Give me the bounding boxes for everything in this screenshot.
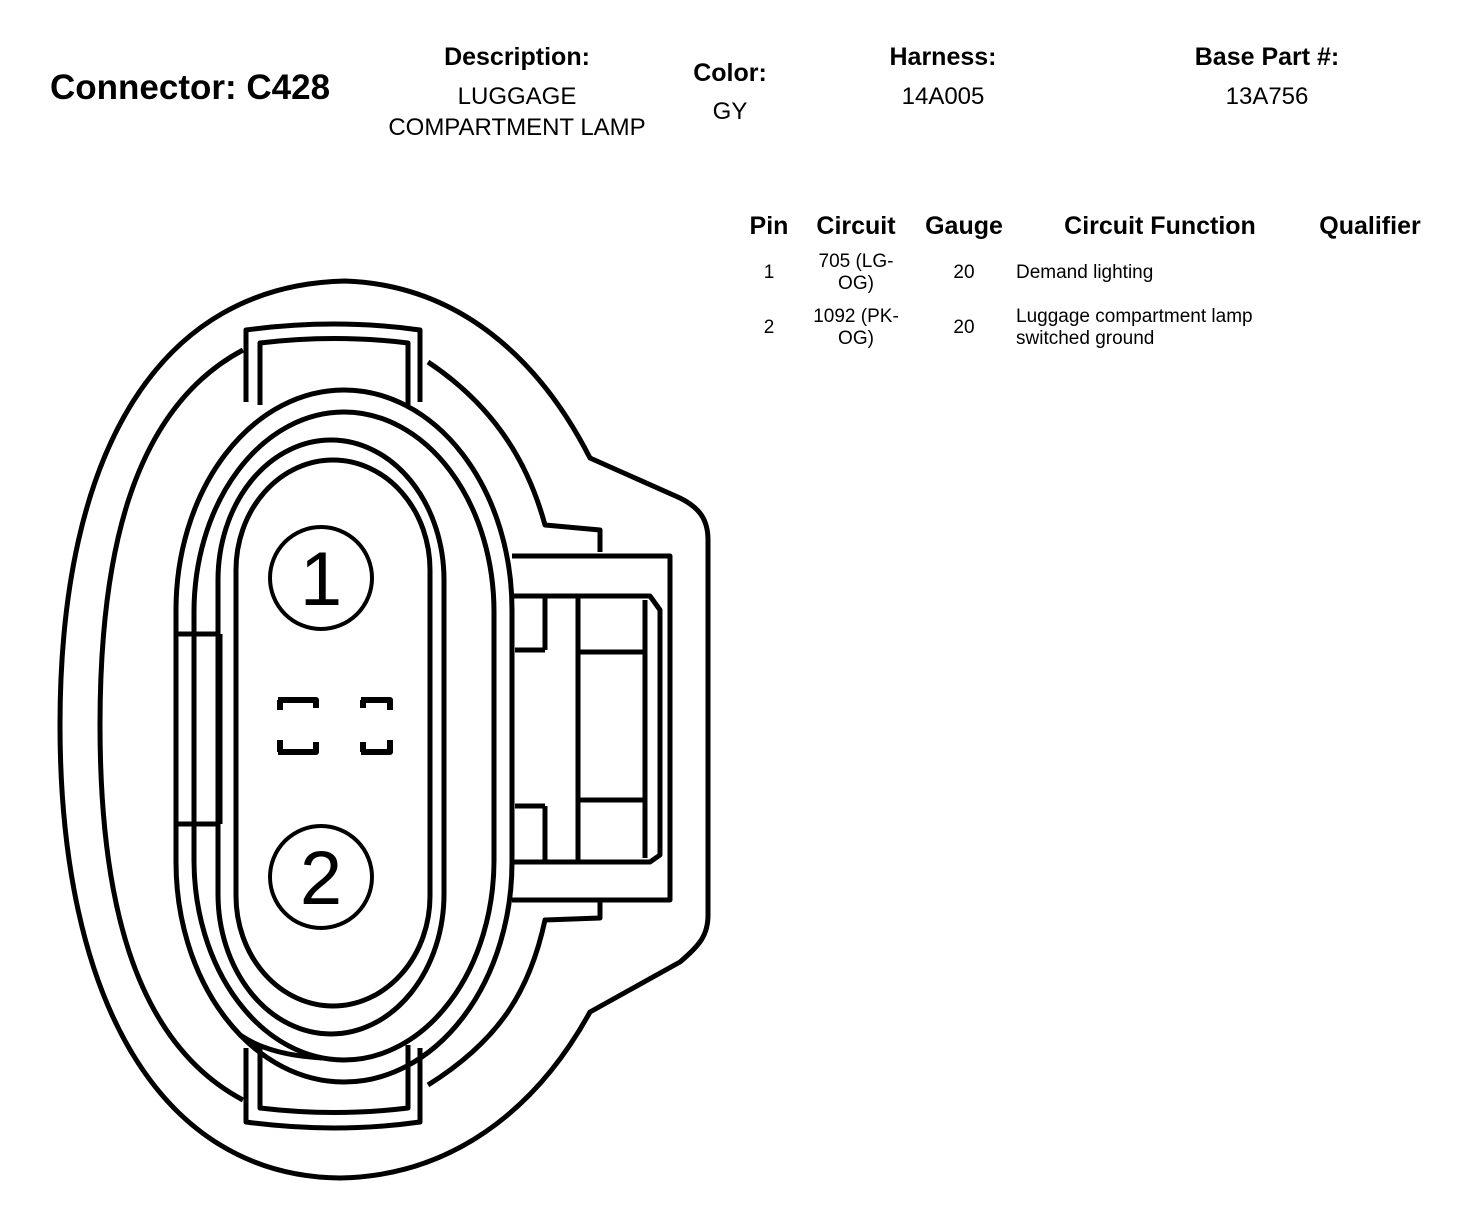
connector-face-diagram: 1 2 — [57, 278, 711, 1181]
side-latch — [578, 649, 645, 803]
base-part-block: Base Part #: 13A756 — [1147, 42, 1387, 112]
color-value: GY — [712, 98, 748, 125]
row-gauge: 20 — [953, 317, 975, 338]
row-pin: 2 — [763, 317, 775, 338]
bottom-locking-tab — [257, 1045, 411, 1115]
description-block: Description: LUGGAGE COMPARTMENT LAMP — [358, 42, 676, 143]
connector-shell-ring — [97, 347, 245, 1103]
pin-cavity-insert — [233, 457, 433, 1009]
side-latch — [512, 553, 673, 903]
description-label: Description: — [444, 43, 590, 71]
row-circuit-line-2: OG) — [838, 328, 874, 349]
pin-2-label: 2 — [300, 836, 342, 921]
description-line-2: COMPARTMENT LAMP — [388, 114, 646, 141]
row-function-line-1: Demand lighting — [1016, 262, 1154, 283]
connector-outer-shell — [57, 278, 711, 1181]
connector-shell-ring — [426, 359, 603, 552]
col-header-pin: Pin — [749, 212, 789, 240]
color-block: Color: GY — [670, 58, 790, 127]
base-part-label: Base Part #: — [1194, 43, 1340, 71]
row-function-line-2: switched ground — [1016, 328, 1155, 349]
row-circuit: 705 (LG- OG) — [806, 251, 906, 295]
row-circuit-line-1: 1092 (PK- — [813, 306, 899, 327]
pin-1-circle — [268, 525, 374, 631]
side-latch — [515, 596, 548, 653]
bottom-locking-tab — [243, 1048, 423, 1131]
row-function-line-1: Luggage compartment lamp — [1016, 306, 1253, 327]
col-header-qualifier: Qualifier — [1319, 212, 1421, 240]
inner-housing-ring — [173, 387, 515, 1085]
side-latch — [512, 593, 663, 865]
top-locking-tab — [257, 336, 411, 405]
harness-label: Harness: — [889, 43, 997, 71]
side-latch — [515, 803, 548, 862]
row-circuit-line-1: 705 (LG- — [818, 251, 894, 272]
col-header-circuit: Circuit — [816, 212, 896, 240]
col-header-circuit-function: Circuit Function — [1064, 212, 1256, 240]
col-header-gauge: Gauge — [925, 212, 1003, 240]
row-pin: 1 — [763, 262, 775, 283]
color-label: Color: — [693, 59, 767, 87]
pin-2-circle — [268, 824, 374, 930]
row-function: Luggage compartment lamp switched ground — [1016, 306, 1316, 350]
row-function: Demand lighting — [1016, 262, 1316, 284]
harness-block: Harness: 14A005 — [843, 42, 1043, 112]
left-keyway — [176, 631, 223, 827]
description-line-1: LUGGAGE — [457, 83, 577, 110]
top-locking-tab — [243, 321, 423, 402]
harness-value: 14A005 — [901, 83, 985, 110]
base-part-value: 13A756 — [1225, 83, 1309, 110]
inner-housing-ring — [191, 409, 497, 1063]
row-gauge: 20 — [953, 262, 975, 283]
polarization-marker — [277, 697, 393, 755]
connector-shell-ring — [426, 900, 603, 1088]
row-circuit-line-2: OG) — [838, 273, 874, 294]
pin-1-label: 1 — [300, 537, 342, 622]
connector-title: Connector: C428 — [50, 68, 331, 107]
row-circuit: 1092 (PK- OG) — [806, 306, 906, 350]
